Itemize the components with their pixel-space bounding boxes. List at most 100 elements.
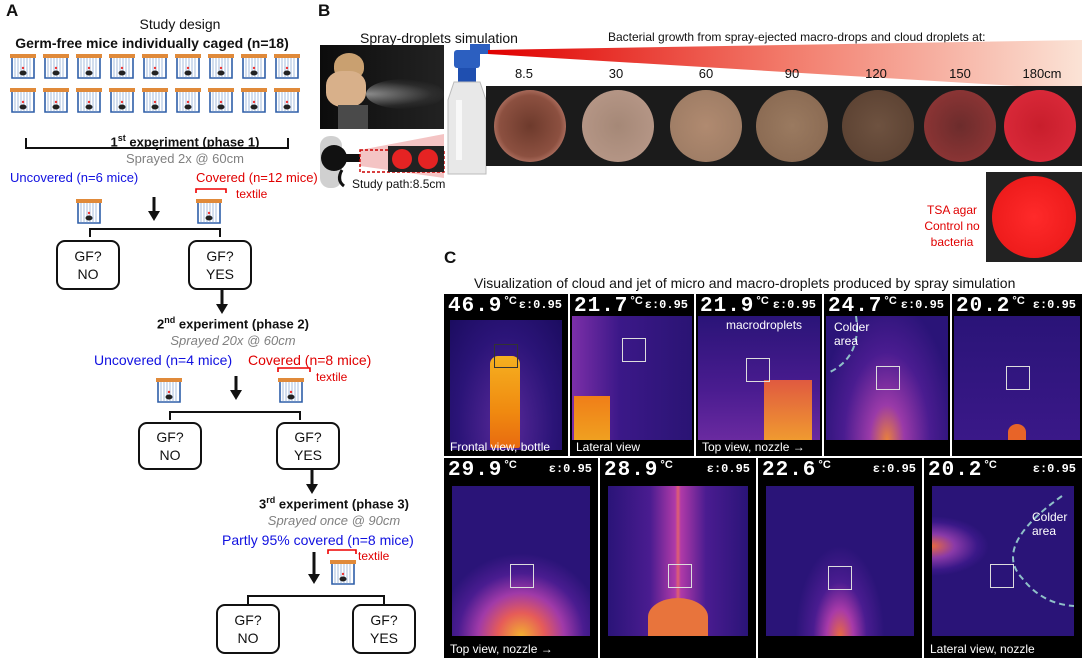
thermal-top-1: 46.9°C ɛ:0.95 Frontal view, bottle — [444, 294, 568, 456]
distance-label-2: 60 — [698, 66, 714, 81]
exp2-spray: Sprayed 20x @ 60cm — [170, 333, 296, 348]
exp3-gf-yes-box: GF? YES — [352, 604, 416, 654]
emissivity-bottom-4: ɛ:0.95 — [1032, 462, 1076, 476]
emissivity-top-1: ɛ:0.95 — [518, 298, 562, 312]
distance-label-0: 8.5 — [514, 66, 534, 81]
exp1-gf-no-box: GF? NO — [56, 240, 120, 290]
temp-readout-top-4: 24.7°C — [828, 295, 897, 318]
caption-bottom-1: Top view, nozzle → — [450, 642, 553, 656]
emissivity-top-3: ɛ:0.95 — [772, 298, 816, 312]
exp3-title: 3rd experiment (phase 3) — [259, 495, 409, 512]
exp3-textile: textile — [358, 549, 390, 563]
control-label-2: Control no — [924, 219, 980, 233]
distance-label-6: 180cm — [1022, 66, 1062, 81]
temp-readout-top-3: 21.9°C — [700, 295, 769, 318]
exp2-gf-yes: GF? YES — [293, 429, 322, 463]
spray-simulation-title: Spray-droplets simulation — [360, 30, 518, 46]
exp1-title: 1st experiment (phase 1) — [110, 133, 260, 150]
exp1-gf-no: GF? NO — [74, 248, 102, 282]
emissivity-top-2: ɛ:0.95 — [644, 298, 688, 312]
exp2-covered: Covered (n=8 mice) — [248, 352, 372, 368]
caption-bottom-4: Lateral view, nozzle — [930, 642, 1035, 656]
temp-readout-bottom-4: 20.2°C — [928, 459, 997, 482]
thermal-top-2: 21.7°C ɛ:0.95 Lateral view — [570, 294, 694, 456]
caption-top-3: Top view, nozzle → — [702, 440, 805, 454]
exp3-gf-yes: GF? YES — [369, 612, 398, 646]
emissivity-bottom-2: ɛ:0.95 — [706, 462, 750, 476]
control-dish-photo — [986, 172, 1082, 262]
annotation-colder-area-bottom: Colder area — [1032, 510, 1068, 538]
petri-dish-8-5 — [494, 90, 566, 162]
petri-dish-90 — [756, 90, 828, 162]
temp-readout-bottom-1: 29.9°C — [448, 459, 517, 482]
annotation-colder-area-top: Colder area — [834, 320, 870, 348]
exp3-gf-no: GF? NO — [234, 612, 262, 646]
study-path-label: Study path:8.5cm — [352, 177, 446, 191]
exp2-flow — [155, 367, 311, 420]
exp1-arrow-down — [216, 288, 228, 314]
spray-bottle — [447, 44, 490, 175]
distance-label-4: 120 — [865, 66, 887, 81]
exp1-spray: Sprayed 2x @ 60cm — [126, 151, 244, 166]
petri-dish-180 — [1004, 90, 1076, 162]
thermal-top-5: 20.2°C ɛ:0.95 — [952, 294, 1082, 456]
exp2-gf-no-box: GF? NO — [138, 422, 202, 470]
control-label-1: TSA agar — [926, 203, 978, 217]
exp3-flow — [247, 549, 385, 604]
petri-dish-120 — [842, 90, 914, 162]
emissivity-bottom-1: ɛ:0.95 — [548, 462, 592, 476]
exp1-gf-yes-box: GF? YES — [188, 240, 252, 290]
control-dish — [992, 176, 1076, 258]
exp3-spray: Sprayed once @ 90cm — [267, 513, 401, 528]
petri-dish-strip — [486, 86, 1082, 166]
temp-readout-top-5: 20.2°C — [956, 295, 1025, 318]
exp1-uncovered: Uncovered (n=6 mice) — [10, 170, 139, 185]
temp-readout-bottom-3: 22.6°C — [762, 459, 831, 482]
spray-gradient-wedge — [488, 40, 1082, 90]
exp1-flow — [75, 188, 227, 237]
person-spray-photo — [320, 45, 444, 129]
exp3-covered: Partly 95% covered (n=8 mice) — [222, 532, 414, 548]
distance-label-5: 150 — [949, 66, 971, 81]
exp2-uncovered: Uncovered (n=4 mice) — [94, 352, 233, 368]
mouse-cages-grid — [10, 54, 301, 150]
annotation-macrodroplets: macrodroplets — [726, 318, 803, 332]
study-design-subtitle: Germ-free mice individually caged (n=18) — [15, 35, 289, 51]
thermal-bottom-1: 29.9°C ɛ:0.95 Top view, nozzle → — [444, 458, 598, 658]
exp2-title: 2nd experiment (phase 2) — [157, 315, 309, 332]
emissivity-bottom-3: ɛ:0.95 — [872, 462, 916, 476]
caption-top-2: Lateral view — [576, 440, 641, 454]
thermal-top-4: Colder area 24.7°C ɛ:0.95 — [824, 294, 950, 456]
exp2-gf-yes-box: GF? YES — [276, 422, 340, 470]
temp-readout-top-1: 46.9°C — [448, 295, 517, 318]
study-path-schematic — [320, 134, 445, 188]
distance-label-3: 90 — [784, 66, 800, 81]
exp1-textile: textile — [236, 187, 268, 201]
panel-c-label: C — [444, 248, 457, 267]
caption-top-1: Frontal view, bottle — [450, 440, 551, 454]
exp2-arrow-down — [306, 468, 318, 494]
thermal-bottom-2: 28.9°C ɛ:0.95 — [600, 458, 756, 658]
bacterial-growth-title: Bacterial growth from spray-ejected macr… — [608, 30, 986, 44]
emissivity-top-4: ɛ:0.95 — [900, 298, 944, 312]
temp-readout-bottom-2: 28.9°C — [604, 459, 673, 482]
panel-a-label: A — [6, 1, 19, 20]
thermal-bottom-3: 22.6°C ɛ:0.95 — [758, 458, 922, 658]
petri-dish-150 — [924, 90, 996, 162]
exp1-covered: Covered (n=12 mice) — [196, 170, 318, 185]
control-label-3: bacteria — [930, 235, 974, 249]
thermal-bottom-4: Colder area 20.2°C ɛ:0.95 Lateral view, … — [924, 458, 1082, 658]
emissivity-top-5: ɛ:0.95 — [1032, 298, 1076, 312]
exp2-gf-no: GF? NO — [156, 429, 184, 463]
exp2-textile: textile — [316, 370, 348, 384]
exp3-gf-no-box: GF? NO — [216, 604, 280, 654]
petri-dish-30 — [582, 90, 654, 162]
temp-readout-top-2: 21.7°C — [574, 295, 643, 318]
petri-dish-60 — [670, 90, 742, 162]
exp1-gf-yes: GF? YES — [205, 248, 234, 282]
study-design-title: Study design — [139, 16, 221, 32]
visualization-title: Visualization of cloud and jet of micro … — [474, 275, 1016, 291]
distance-label-1: 30 — [608, 66, 624, 81]
thermal-top-3: macrodroplets 21.9°C ɛ:0.95 Top view, no… — [696, 294, 822, 456]
panel-b-label: B — [318, 1, 331, 20]
